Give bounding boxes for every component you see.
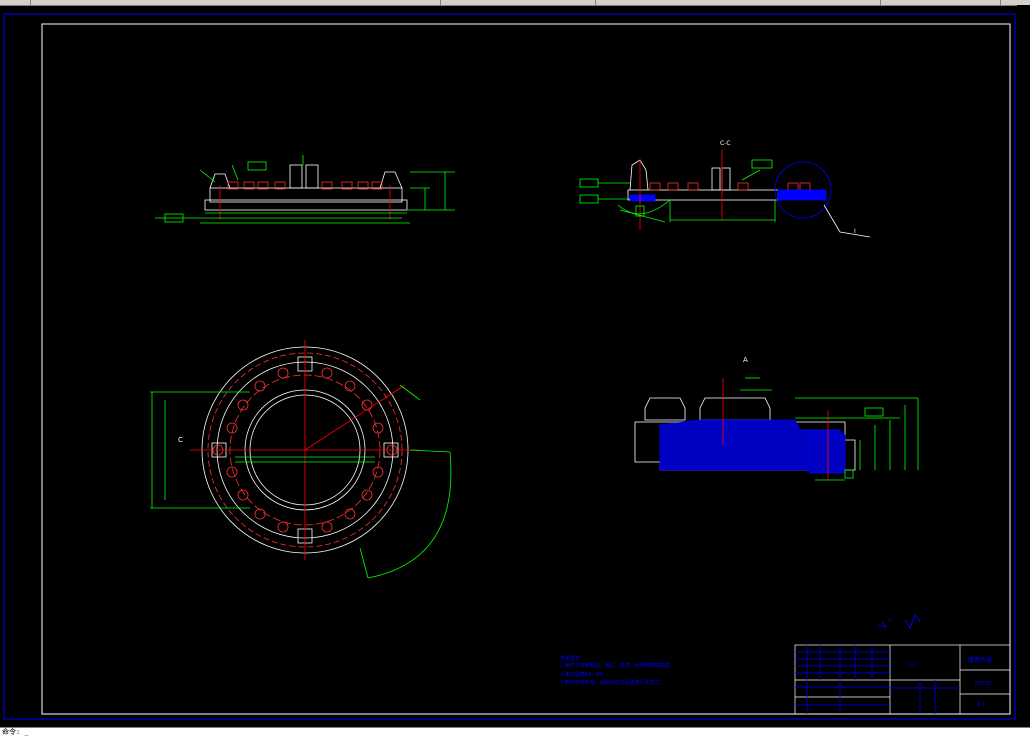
notes-heading: 技术要求	[560, 655, 580, 662]
roughness-note: √	[888, 617, 892, 624]
roughness-symbols: √	[877, 614, 921, 630]
notes-line: 2.未注圆角R3~R5。	[560, 671, 607, 678]
sheet-inner-border	[41, 23, 1011, 715]
toolbar-segment[interactable]	[0, 0, 31, 5]
drawing-canvas[interactable]: C-C I	[0, 6, 1030, 727]
command-line[interactable]: 命令: _	[0, 727, 1030, 737]
toolbar-segment[interactable]	[30, 0, 441, 5]
notes-line: 1.铸件不得有裂纹、缩孔、夹渣、砂眼等铸造缺陷。	[560, 662, 675, 669]
sheet-outer-border	[3, 13, 1016, 720]
scale: 1:2	[908, 662, 916, 668]
technical-notes: 技术要求 1.铸件不得有裂纹、缩孔、夹渣、砂眼等铸造缺陷。 2.未注圆角R3~R…	[560, 655, 675, 686]
title-block: 摩擦片座 1:2 HT200 1:1	[794, 644, 1011, 715]
section-view-cc: C-C I	[579, 140, 871, 238]
material: HT200	[975, 681, 991, 687]
detail-marker: I	[854, 228, 856, 235]
section-label: C-C	[720, 140, 731, 147]
view-a: A	[634, 356, 919, 481]
view-label: A	[743, 356, 748, 364]
command-prompt: 命令: _	[2, 728, 29, 736]
top-toolbar	[0, 0, 1030, 6]
notes-line: 3.铸件时效处理，消除内应力后再进行机加工。	[560, 679, 665, 686]
right-frame	[1017, 5, 1030, 717]
part-name: 摩擦片座	[968, 656, 992, 664]
front-elevation-view	[155, 155, 455, 224]
toolbar-segment[interactable]	[440, 0, 596, 5]
toolbar-segment[interactable]	[595, 0, 881, 5]
sheet-number: 1:1	[977, 702, 985, 708]
plan-view: C	[150, 340, 452, 579]
toolbar-segment[interactable]	[880, 0, 1001, 5]
section-marker: C	[178, 436, 183, 444]
